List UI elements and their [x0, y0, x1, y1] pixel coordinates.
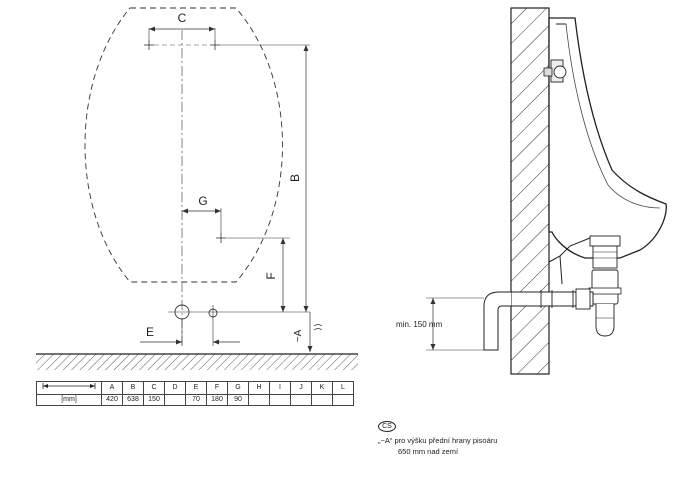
header-cell: A: [101, 381, 123, 395]
inlet-point: [216, 233, 226, 243]
dimension-e: [140, 339, 240, 345]
table-value-row: [mm] 420 638 150 70 180 90: [36, 394, 354, 406]
dimension-min-150: [426, 297, 484, 351]
dimension-c: [148, 26, 216, 40]
dim-a-label: ~A: [293, 329, 304, 342]
header-cell: B: [122, 381, 144, 395]
value-cell: 70: [185, 394, 207, 406]
header-cell: D: [164, 381, 186, 395]
dim-g-label: G: [198, 194, 207, 208]
header-cell: H: [248, 381, 270, 395]
header-cell: K: [311, 381, 333, 395]
header-cell: L: [332, 381, 354, 395]
wall-hatch: [510, 7, 550, 375]
dim-e-label: E: [146, 325, 154, 339]
value-cell: [269, 394, 291, 406]
header-cell: F: [206, 381, 228, 395]
value-cell: [290, 394, 312, 406]
value-cell: 150: [143, 394, 165, 406]
language-badge: CS: [378, 421, 396, 432]
header-cell: J: [290, 381, 312, 395]
unit-cell: [mm]: [36, 394, 102, 406]
fixing-point-left: [144, 40, 154, 50]
value-cell: [332, 394, 354, 406]
header-cell: G: [227, 381, 249, 395]
dim-c-label: C: [178, 11, 187, 25]
header-cell: C: [143, 381, 165, 395]
fixing-bolt: [543, 59, 567, 83]
dimension-b: [303, 45, 309, 312]
value-cell: 90: [227, 394, 249, 406]
min-150-label: min. 150 mm: [396, 320, 443, 329]
value-cell: [248, 394, 270, 406]
dimension-g: [182, 208, 222, 233]
arrow-cell: [36, 381, 102, 395]
urinal-body-side: [548, 17, 667, 259]
dimension-a: [307, 312, 323, 352]
double-arrow-icon: [42, 383, 96, 389]
siphon-trap: [588, 269, 622, 337]
header-cell: I: [269, 381, 291, 395]
outlet-flange: [589, 235, 621, 269]
value-cell: 638: [122, 394, 144, 406]
dimensions-table: A B C D E F G H I J K L [mm] 420 638 150…: [36, 381, 354, 406]
value-cell: [164, 394, 186, 406]
dim-b-label: B: [288, 174, 302, 182]
value-cell: [311, 394, 333, 406]
side-view: min. 150 mm: [396, 7, 667, 375]
footnote-line-2: 650 mm nad zemí: [398, 447, 459, 456]
front-view: C G B F: [36, 7, 358, 370]
fixing-point-right: [210, 40, 220, 50]
dim-f-label: F: [264, 272, 278, 279]
footnote-line-1: „~A“ pro výšku přední hrany pisoáru: [378, 436, 498, 445]
urinal-outline-front: [84, 7, 283, 283]
floor-hatch: [36, 354, 358, 370]
header-cell: E: [185, 381, 207, 395]
inlet-pipe: [548, 237, 591, 285]
value-cell: 180: [206, 394, 228, 406]
drain-pipe: [483, 288, 594, 351]
dimension-f: [280, 238, 286, 312]
value-cell: 420: [101, 394, 123, 406]
table-header-row: A B C D E F G H I J K L: [36, 381, 354, 395]
